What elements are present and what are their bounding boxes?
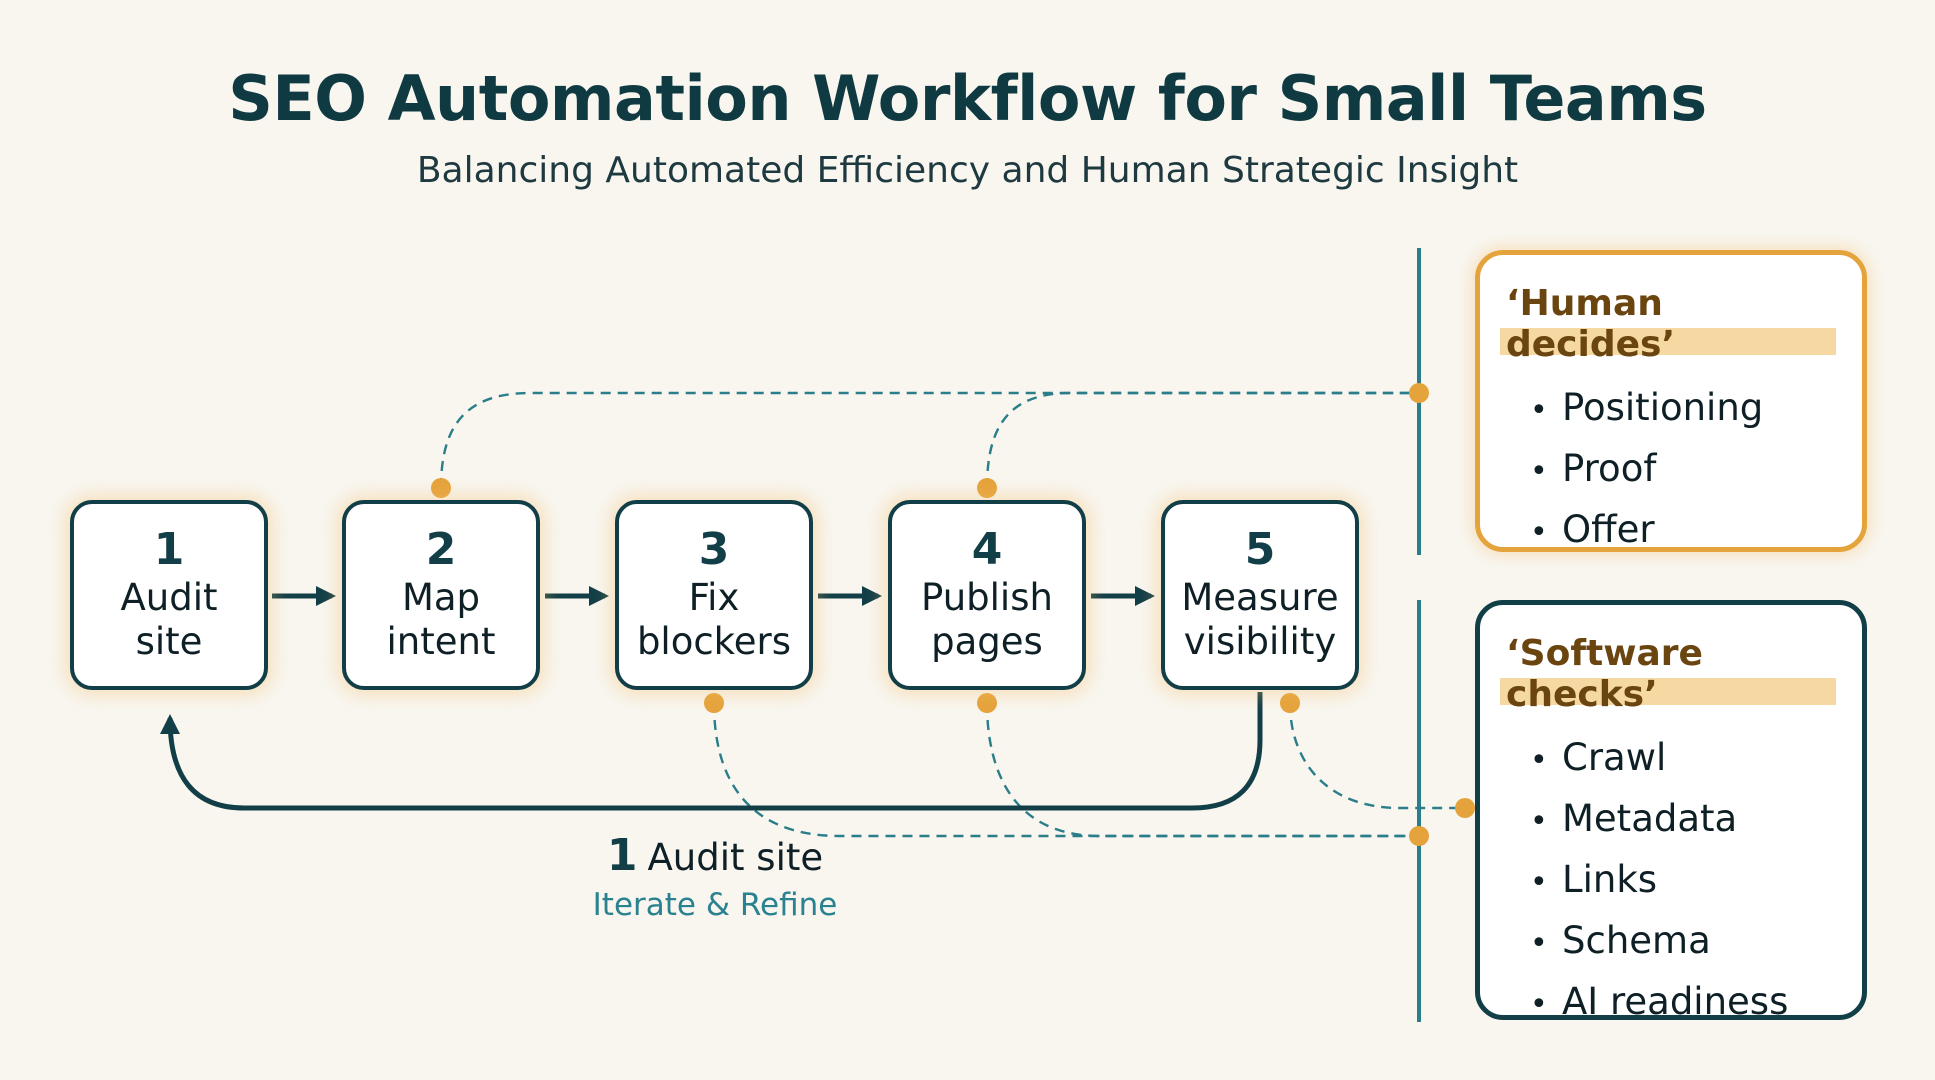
dashed-link-step5-software: [1288, 702, 1465, 810]
loop-back-arrow: [160, 692, 1263, 811]
step-label: Fix blockers: [636, 575, 792, 664]
page-subtitle: Balancing Automated Efficiency and Human…: [416, 150, 1519, 191]
bullet-icon: •: [1530, 865, 1548, 900]
human-decides-panel: ‘Human decides’ •Positioning •Proof •Off…: [1475, 250, 1867, 552]
step-number: 5: [1244, 524, 1276, 576]
bullet-icon: •: [1530, 987, 1548, 1022]
loop-number: 1: [606, 830, 638, 881]
list-item: •Links: [1530, 851, 1836, 912]
bullet-icon: •: [1530, 454, 1548, 489]
list-item: •AI readiness: [1530, 973, 1836, 1034]
step-measure-visibility: 5 Measure visibility: [1161, 500, 1359, 690]
step-number: 3: [698, 524, 730, 576]
dashed-link-step4-human: [985, 391, 1419, 489]
step-publish-pages: 4 Publish pages: [888, 500, 1086, 690]
step-number: 2: [425, 524, 457, 576]
connector-dot: [1409, 826, 1429, 846]
list-item: •Crawl: [1530, 729, 1836, 790]
connector-dot: [1280, 693, 1300, 713]
dashed-link-step3-software: [712, 702, 1419, 838]
dashed-link-step2-human: [439, 391, 1419, 489]
loop-label: Audit site: [647, 836, 824, 879]
step-label: Publish pages: [921, 575, 1053, 664]
panel-title: ‘Software checks’: [1500, 633, 1836, 715]
step-number: 4: [971, 524, 1003, 576]
bullet-icon: •: [1530, 804, 1548, 839]
connector-dot: [977, 478, 997, 498]
step-map-intent: 2 Map intent: [342, 500, 540, 690]
step-fix-blockers: 3 Fix blockers: [615, 500, 813, 690]
bullet-icon: •: [1530, 926, 1548, 961]
step-number: 1: [153, 524, 185, 576]
panel-title: ‘Human decides’: [1500, 283, 1836, 365]
step-label: Measure visibility: [1181, 575, 1339, 664]
step-audit-site: 1 Audit site: [70, 500, 268, 690]
step-label: Audit site: [120, 575, 218, 664]
connector-dot: [431, 478, 451, 498]
list-item: •Proof: [1530, 440, 1836, 501]
connector-dot: [1455, 798, 1475, 818]
bullet-icon: •: [1530, 743, 1548, 778]
bullet-icon: •: [1530, 515, 1548, 550]
connector-dot: [977, 693, 997, 713]
list-item: •Positioning: [1530, 379, 1836, 440]
software-checks-panel: ‘Software checks’ •Crawl •Metadata •Link…: [1475, 600, 1867, 1023]
list-item: •Offer: [1530, 501, 1836, 562]
page-title: SEO Automation Workflow for Small Teams: [228, 62, 1707, 135]
bullet-icon: •: [1530, 393, 1548, 428]
connector-dot: [704, 693, 724, 713]
human-decides-list: •Positioning •Proof •Offer: [1506, 379, 1836, 562]
list-item: •Schema: [1530, 912, 1836, 973]
list-item: •Metadata: [1530, 790, 1836, 851]
step-label: Map intent: [386, 575, 496, 664]
connector-dot: [1409, 383, 1429, 403]
loop-sublabel: Iterate & Refine: [592, 887, 838, 923]
software-checks-list: •Crawl •Metadata •Links •Schema •AI read…: [1506, 729, 1836, 1034]
dashed-link-step4-software: [985, 702, 1419, 838]
